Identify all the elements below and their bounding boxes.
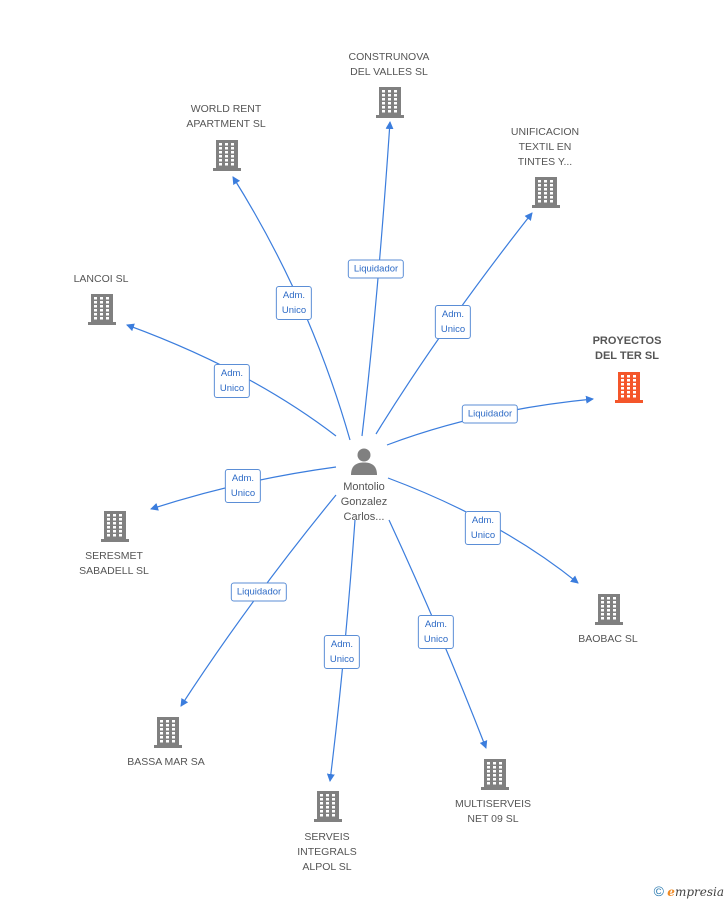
company-name-baobac[interactable]: BAOBAC SL [578,633,638,645]
edge-construnova [361,121,394,437]
copyright-symbol: © [653,883,664,899]
building-icon [213,140,241,171]
company-node-unificacion[interactable] [530,175,562,209]
center-person-node[interactable] [349,446,379,476]
company-name-construnova[interactable]: CONSTRUNOVA DEL VALLES SL [348,51,430,78]
edge-label-world-rent: Adm. Unico [275,286,313,320]
company-node-serveis[interactable] [312,789,344,823]
company-node-world-rent[interactable] [211,138,243,172]
company-name-bassa-mar[interactable]: BASSA MAR SA [127,756,205,768]
building-icon [376,87,404,118]
edge-label-seresmet: Adm. Unico [224,469,262,503]
company-node-seresmet[interactable] [99,509,131,543]
company-name-proyectos[interactable]: PROYECTOS DEL TER SL [592,335,662,362]
footer-brand: © empresia [654,883,724,899]
center-person-name[interactable]: Montolio Gonzalez Carlos... [340,481,388,523]
building-icon [532,177,560,208]
building-icon [101,511,129,542]
company-name-unificacion[interactable]: UNIFICACION TEXTIL EN TINTES Y... [510,126,580,168]
company-node-multiserveis[interactable] [479,757,511,791]
edge-label-lancoi: Adm. Unico [213,364,251,398]
company-node-baobac[interactable] [593,592,625,626]
edge-label-multiserveis: Adm. Unico [417,615,455,649]
company-name-serveis[interactable]: SERVEIS INTEGRALS ALPOL SL [297,831,357,873]
company-node-proyectos[interactable] [613,370,645,404]
edge-label-baobac: Adm. Unico [464,511,502,545]
company-name-seresmet[interactable]: SERESMET SABADELL SL [79,550,149,577]
building-icon [154,717,182,748]
company-name-multiserveis[interactable]: MULTISERVEIS NET 09 SL [454,798,532,825]
edge-label-proyectos: Liquidador [461,404,519,424]
edge-label-construnova: Liquidador [347,259,405,279]
person-icon [351,448,377,475]
building-icon [615,372,643,403]
building-icon [595,594,623,625]
company-node-construnova[interactable] [374,85,406,119]
company-name-world-rent[interactable]: WORLD RENT APARTMENT SL [186,103,266,130]
building-icon [481,759,509,790]
company-node-bassa-mar[interactable] [152,715,184,749]
brand-initial: e [667,885,675,899]
company-node-lancoi[interactable] [86,292,118,326]
brand-name: mpresia [674,885,724,899]
company-name-lancoi[interactable]: LANCOI SL [73,273,129,285]
building-icon [314,791,342,822]
edge-label-serveis: Adm. Unico [323,635,361,669]
building-icon [88,294,116,325]
edge-label-unificacion: Adm. Unico [434,305,472,339]
edge-label-bassa-mar: Liquidador [230,582,288,602]
